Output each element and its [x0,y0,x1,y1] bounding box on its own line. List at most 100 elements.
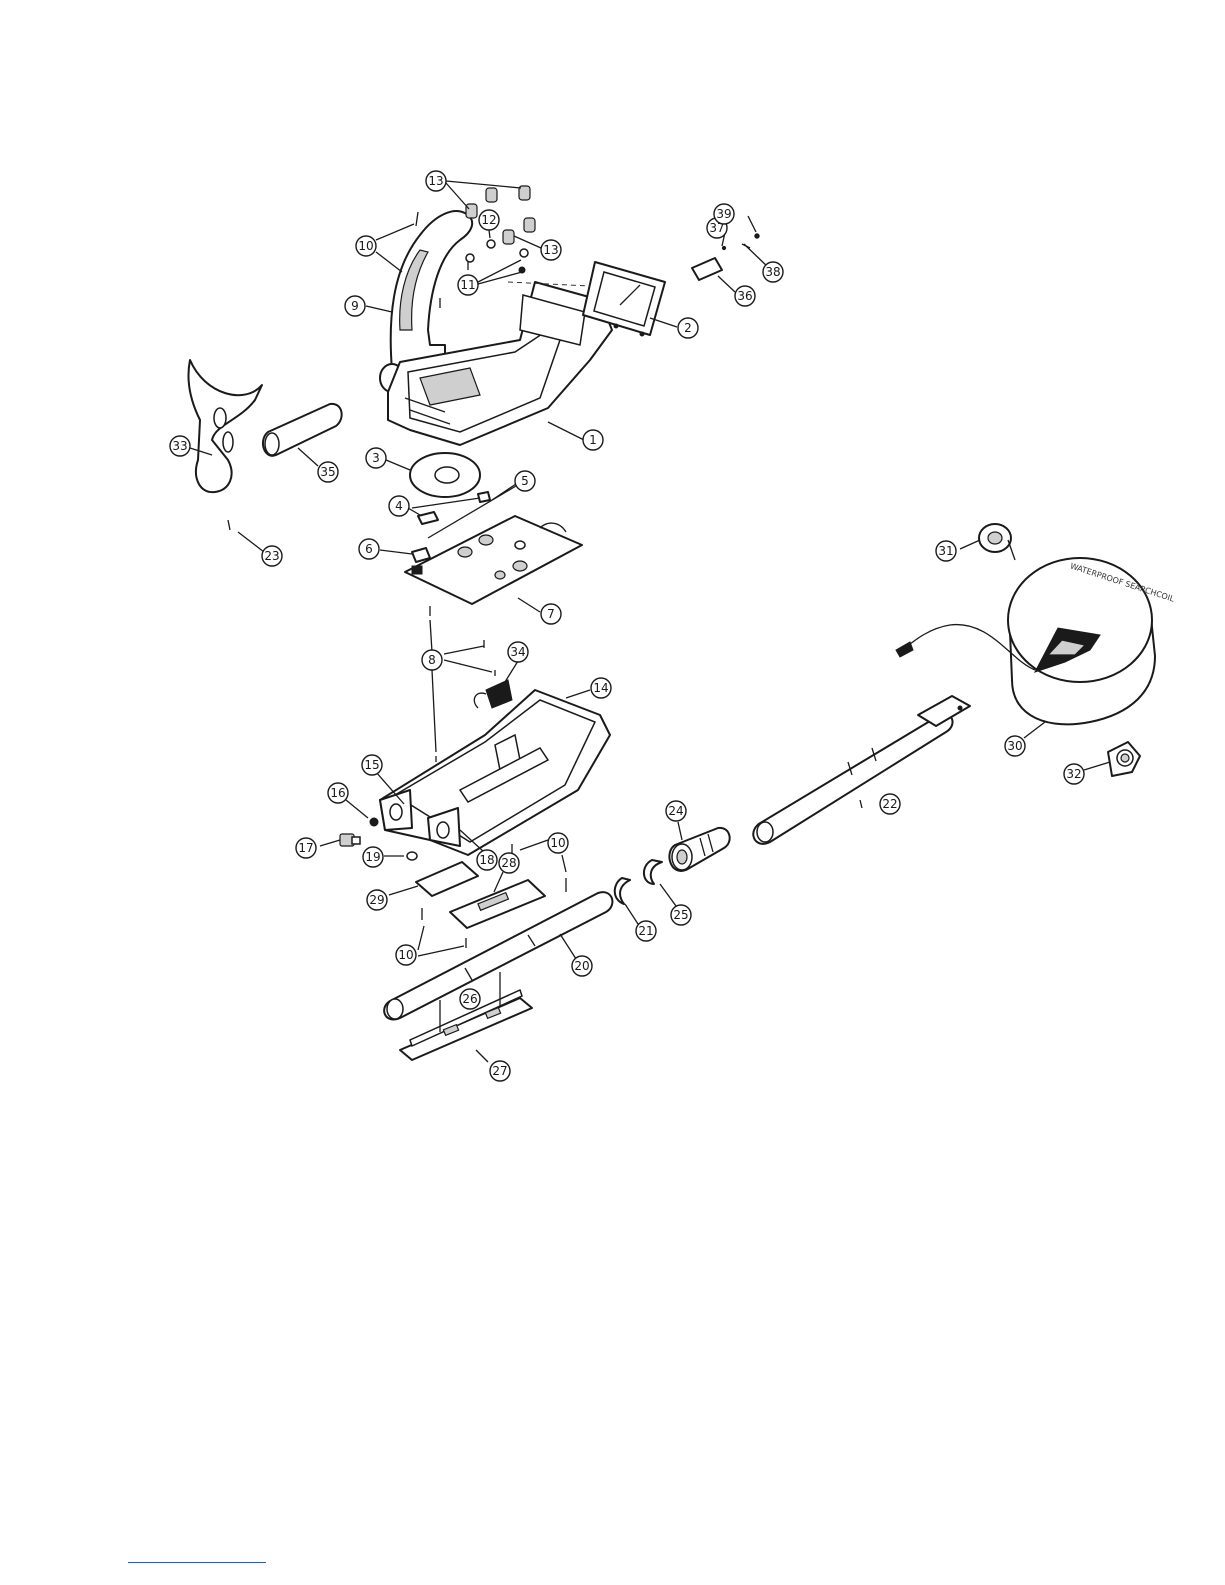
callout-39: 39 [714,204,734,224]
speaker [410,453,480,497]
svg-text:3: 3 [372,451,380,465]
callout-28: 28 [499,853,519,873]
callout-25: 25 [671,905,691,925]
callout-15: 15 [362,755,382,775]
svg-text:33: 33 [172,439,187,453]
svg-text:29: 29 [369,893,384,907]
svg-text:34: 34 [510,645,525,659]
svg-text:2: 2 [684,321,692,335]
callout-10-mid: 10 [548,833,568,853]
svg-text:1: 1 [589,433,597,447]
callout-27: 27 [490,1061,510,1081]
callout-6: 6 [359,539,379,559]
svg-text:39: 39 [716,207,731,221]
callout-7: 7 [541,604,561,624]
jack-17 [340,834,360,846]
callout-20: 20 [572,956,592,976]
callout-14: 14 [591,678,611,698]
svg-text:18: 18 [479,853,494,867]
callout-36: 36 [735,286,755,306]
callout-13-a: 13 [426,171,446,191]
svg-text:28: 28 [501,856,516,870]
svg-text:24: 24 [668,804,683,818]
svg-text:10: 10 [358,239,373,253]
callout-30: 30 [1005,736,1025,756]
callout-11: 11 [458,275,478,295]
svg-text:30: 30 [1007,739,1022,753]
svg-text:15: 15 [364,758,379,772]
callout-29: 29 [367,890,387,910]
searchcoil: WATERPROOF SEARCHCOIL [896,558,1176,724]
ring-19 [407,852,417,860]
small-hardware [692,234,759,280]
callout-12: 12 [479,210,499,230]
svg-text:23: 23 [264,549,279,563]
callout-17: 17 [296,838,316,858]
callout-2: 2 [678,318,698,338]
callout-16: 16 [328,783,348,803]
svg-text:10: 10 [398,948,413,962]
callout-33: 33 [170,436,190,456]
svg-text:22: 22 [882,797,897,811]
svg-text:25: 25 [673,908,688,922]
ring-25 [644,860,662,884]
upper-shaft [753,696,970,844]
clip-4 [418,512,438,524]
circuit-board [405,516,582,604]
callout-26: 26 [460,989,480,1009]
svg-text:16: 16 [330,786,345,800]
ring-21 [615,878,630,904]
callout-13-b: 13 [541,240,561,260]
svg-text:20: 20 [574,959,589,973]
svg-text:13: 13 [543,243,558,257]
armrest [188,360,262,492]
callout-32: 32 [1064,764,1084,784]
callout-5: 5 [515,471,535,491]
washer-16 [370,818,378,826]
callout-31: 31 [936,541,956,561]
coil-knob-32 [1108,742,1140,776]
svg-text:13: 13 [428,174,443,188]
svg-text:5: 5 [521,474,529,488]
callout-19: 19 [363,847,383,867]
collet [669,828,729,871]
svg-text:9: 9 [351,299,359,313]
svg-text:35: 35 [320,465,335,479]
svg-text:12: 12 [481,213,496,227]
svg-text:32: 32 [1066,767,1081,781]
svg-text:26: 26 [462,992,477,1006]
callout-24: 24 [666,801,686,821]
callout-10-top: 10 [356,236,376,256]
svg-text:17: 17 [298,841,313,855]
callout-34: 34 [508,642,528,662]
footer-link-underline[interactable] [128,1562,266,1563]
callout-3: 3 [366,448,386,468]
callout-4: 4 [389,496,409,516]
coil-knob-31 [979,524,1015,560]
svg-text:8: 8 [428,653,436,667]
callout-8: 8 [422,650,442,670]
callout-23: 23 [262,546,282,566]
svg-text:19: 19 [365,850,380,864]
svg-text:10: 10 [550,836,565,850]
svg-text:11: 11 [460,278,475,292]
callout-1: 1 [583,430,603,450]
svg-text:36: 36 [737,289,752,303]
svg-text:38: 38 [765,265,780,279]
callout-9: 9 [345,296,365,316]
battery-door-29 [416,862,478,896]
callout-22: 22 [880,794,900,814]
callout-18: 18 [477,850,497,870]
svg-text:21: 21 [638,924,653,938]
callout-10-low: 10 [396,945,416,965]
callout-35: 35 [318,462,338,482]
svg-text:27: 27 [492,1064,507,1078]
svg-text:4: 4 [395,499,403,513]
armrest-sleeve [263,404,342,456]
callout-21: 21 [636,921,656,941]
svg-text:14: 14 [593,681,608,695]
clip-5 [478,492,490,502]
svg-text:6: 6 [365,542,373,556]
svg-text:31: 31 [938,544,953,558]
